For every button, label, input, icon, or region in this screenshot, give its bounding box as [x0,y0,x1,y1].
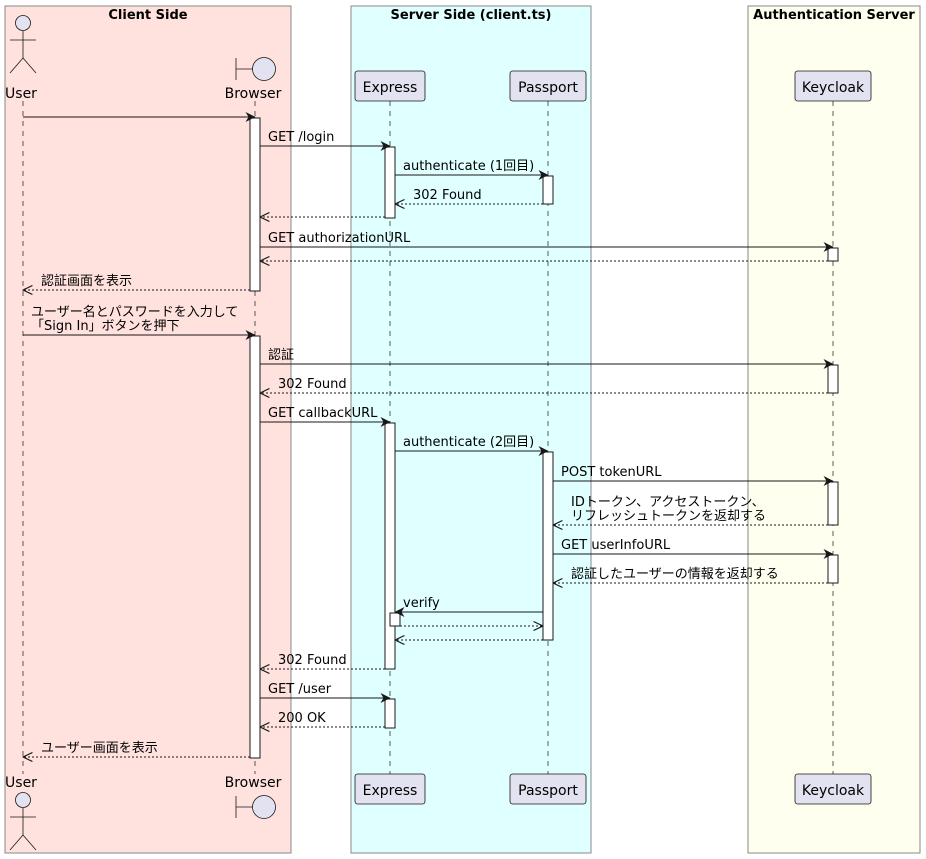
message-10: 認証 [260,347,834,369]
participant-browser-bottom: Browser [225,775,282,819]
participant-label: Browser [225,86,282,102]
message-label: リフレッシュトークンを返却する [571,509,766,524]
swimlane-title-client: Client Side [108,8,187,23]
participant-box [794,70,872,102]
participant-passport-bottom: Passport [509,773,587,805]
message-label: 認証画面を表示 [41,273,132,289]
message-label: 認証 [268,347,294,363]
activation-bar-keycloak [827,247,839,262]
swimlane-title-auth: Authentication Server [753,8,915,23]
message-label: ユーザー名とパスワードを入力して [31,304,238,320]
participant-browser-top: Browser [225,57,282,102]
message-label: GET userInfoURL [561,538,671,553]
message-4: 302 Found [395,188,543,204]
activation-bar-browser [249,117,261,292]
participant-box [509,773,587,805]
message-13: authenticate (2回目) [395,435,549,456]
participant-label: Express [363,783,418,799]
participant-label: Browser [225,775,282,791]
activation-bar-express [389,612,401,627]
message-24: ユーザー画面を表示 [23,741,250,757]
boundary-icon [235,57,276,81]
swimlane-client [4,5,292,854]
message-2: GET /login [260,130,391,151]
swimlane-title-server: Server Side (client.ts) [391,8,552,23]
message-15: IDトークン、アクセストークン、リフレッシュトークンを返却する [553,495,828,525]
message-6: GET authorizationURL [260,231,834,252]
message-8: 認証画面を表示 [23,273,250,290]
participant-passport-top: Passport [509,70,587,102]
participant-user-top: User [5,15,37,102]
participant-label: Keycloak [802,783,865,799]
message-label: GET authorizationURL [268,231,411,246]
message-label: verify [403,596,440,611]
message-23: 200 OK [260,711,385,727]
swimlanes: Client Side Server Side (client.ts) Authen… [4,5,921,854]
activation-bar-express [384,422,396,670]
message-9: ユーザー名とパスワードを入力して「Sign In」ボタンを押下 [23,304,256,340]
message-label: authenticate (1回目) [403,159,534,174]
boundary-icon [235,795,276,819]
message-label: 「Sign In」ボタンを押下 [31,319,180,334]
participant-label: Passport [518,80,578,96]
message-label: 302 Found [278,653,347,668]
message-label: authenticate (2回目) [403,435,534,450]
participant-express-top: Express [354,70,426,102]
participant-box [354,773,426,805]
actor-icon [9,15,37,74]
participants: UserUserBrowserBrowserExpressExpressPass… [5,15,872,851]
activation-bar-keycloak [827,364,839,394]
message-16: GET userInfoURL [553,538,834,559]
participant-label: Passport [518,783,578,799]
message-label: 認証したユーザーの情報を返却する [571,566,779,582]
participant-express-bottom: Express [354,773,426,805]
activation-bar-passport [542,451,554,641]
message-label: POST tokenURL [561,465,662,480]
message-3: authenticate (1回目) [395,159,549,180]
message-11: 302 Found [260,377,828,393]
activation-bar-express [384,698,396,729]
message-label: GET /login [268,130,334,145]
activation-bars [249,117,839,759]
message-18: verify [394,596,543,617]
activation-bar-browser [249,335,261,759]
participant-label: Express [363,80,418,96]
message-22: GET /user [260,682,391,703]
activation-bar-keycloak [827,481,839,526]
participant-user-bottom: User [5,775,37,851]
participant-keycloak-bottom: Keycloak [794,773,872,805]
message-label: 302 Found [278,377,347,392]
message-14: POST tokenURL [553,465,834,486]
participant-label: User [5,86,37,102]
participant-box [794,773,872,805]
message-17: 認証したユーザーの情報を返却する [553,566,828,583]
message-12: GET callbackURL [260,406,391,427]
message-label: 200 OK [278,711,326,726]
activation-bar-express [384,146,396,219]
message-label: 302 Found [413,188,482,203]
message-label: GET callbackURL [268,406,378,421]
participant-box [509,70,587,102]
actor-icon [9,792,37,851]
message-21: 302 Found [260,653,385,669]
swimlane-auth [747,5,921,854]
participant-keycloak-top: Keycloak [794,70,872,102]
message-label: IDトークン、アクセストークン、 [571,495,765,510]
activation-bar-passport [542,175,554,205]
message-label: GET /user [268,682,332,697]
participant-label: Keycloak [802,80,865,96]
participant-box [354,70,426,102]
activation-bar-keycloak [827,554,839,584]
participant-label: User [5,775,37,791]
message-label: ユーザー画面を表示 [41,741,158,756]
